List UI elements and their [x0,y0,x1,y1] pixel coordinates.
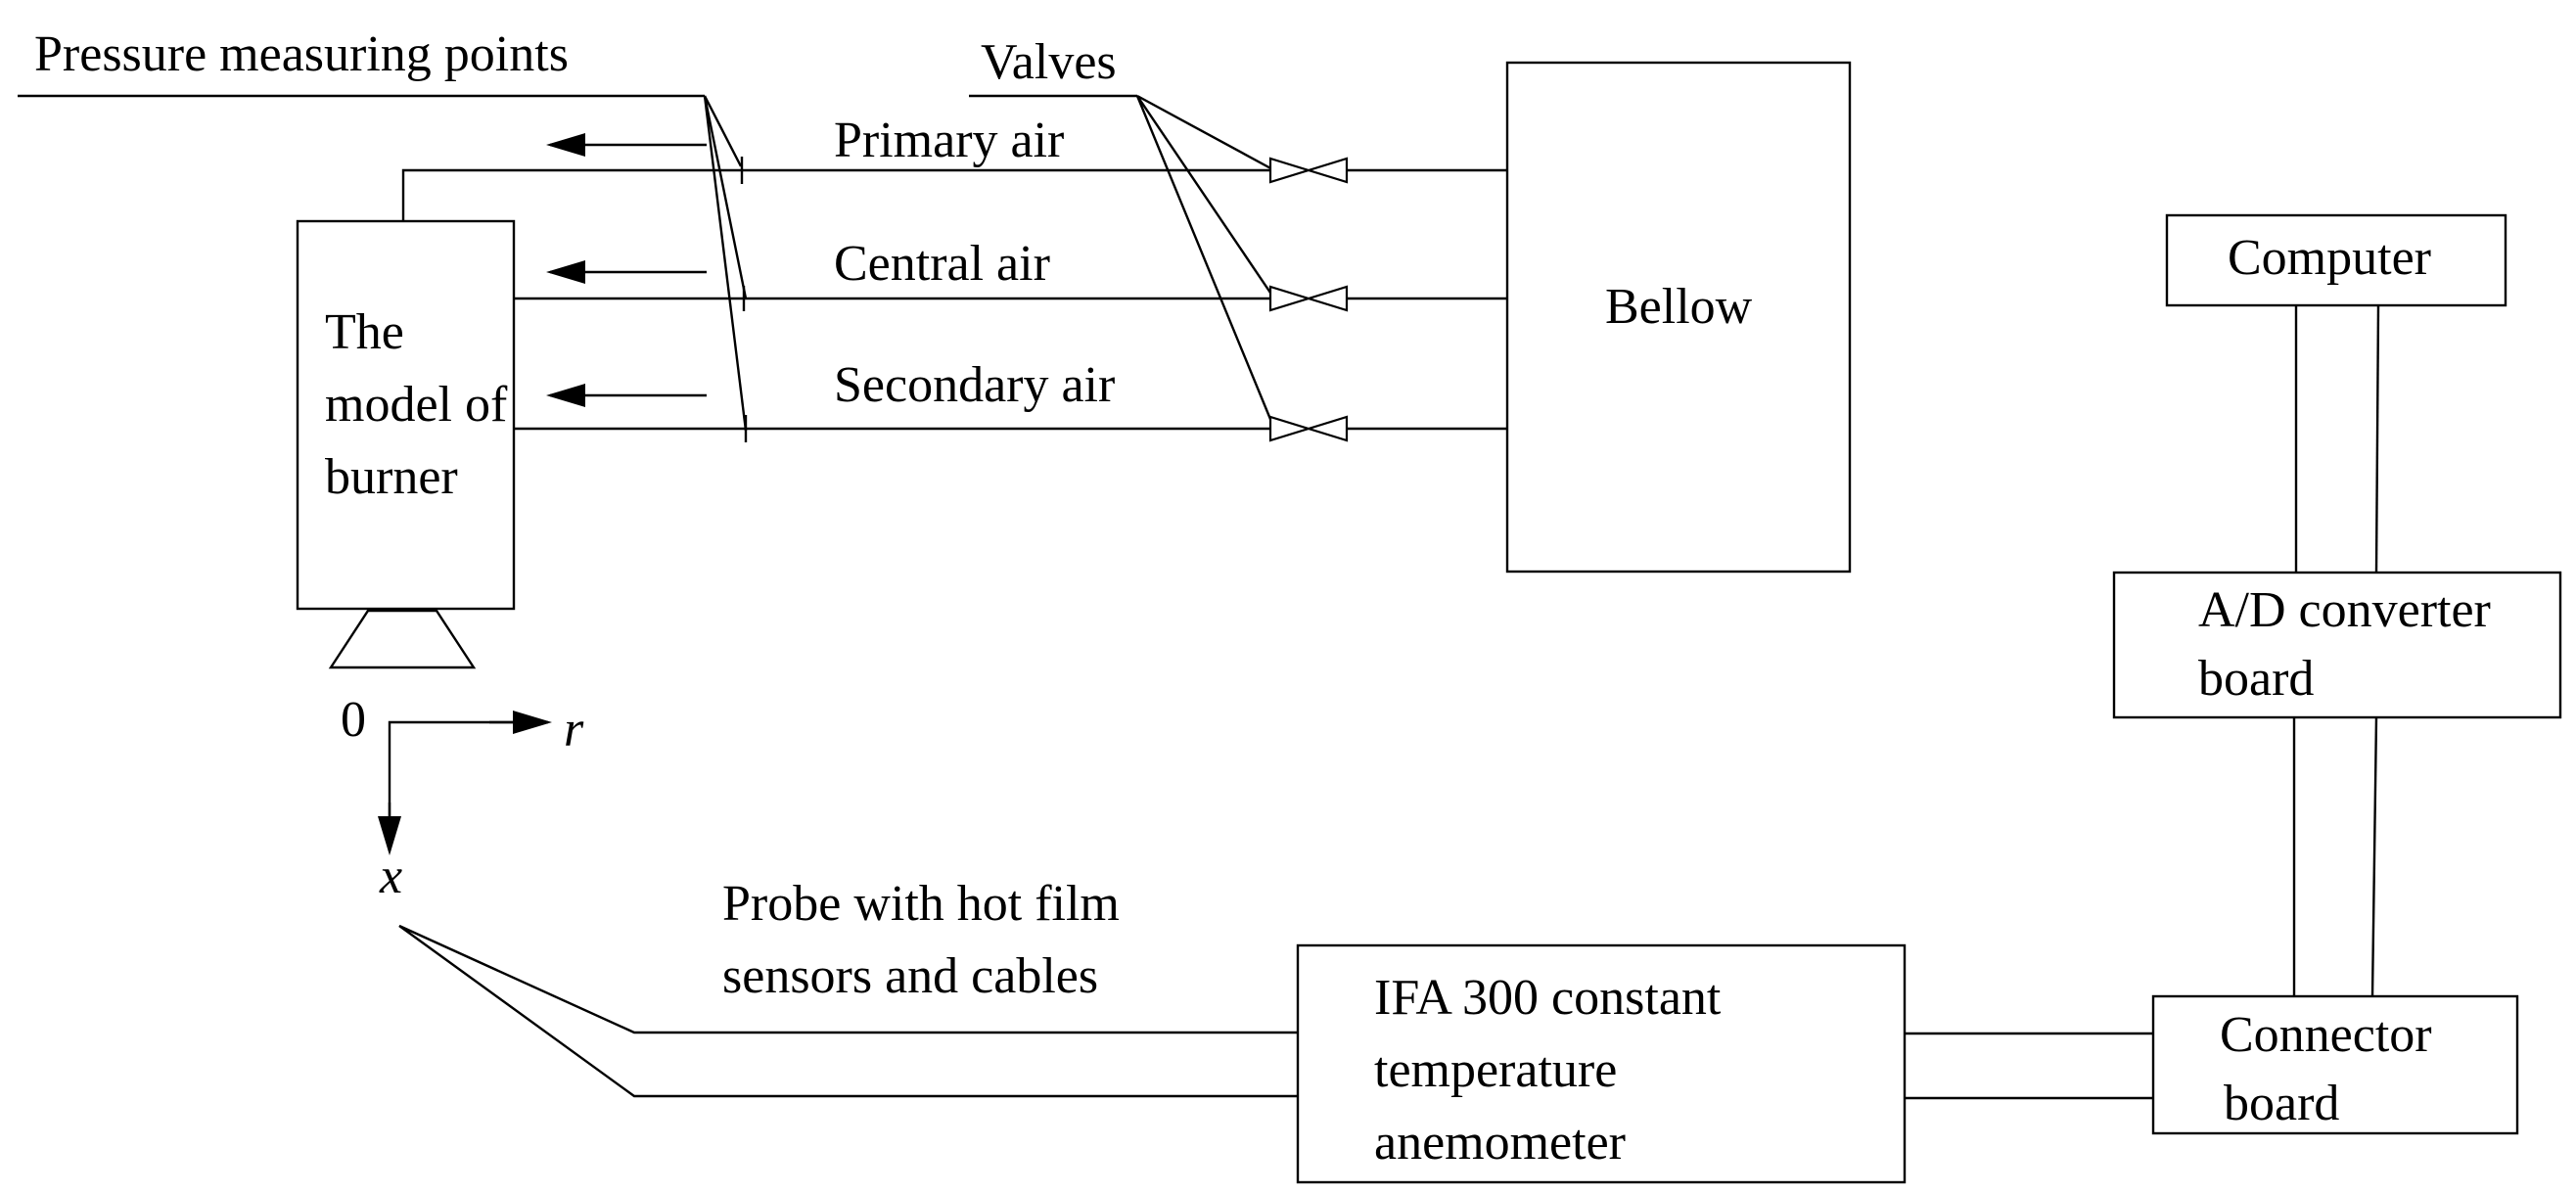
air-pipes [401,168,1507,431]
computer-ad-cable-right [2374,304,2380,574]
ad-connector-cable-right [2370,715,2378,997]
probe-label-line1: Probe with hot film [722,876,1120,932]
probe-cables [398,924,1298,1098]
ifa-label-line1: IFA 300 constant [1374,970,1722,1026]
coordinate-axes: 0 r x [341,692,584,904]
valve-leader-central [1136,95,1275,299]
axis-r-label: r [564,702,584,758]
valve-primary [1268,157,1349,184]
ifa-label-line3: anemometer [1374,1115,1626,1171]
axis-lines [388,720,543,850]
burner-label-line2: model of [325,377,508,433]
primary-air-label: Primary air [834,113,1064,168]
connector-label-line2: board [2224,1076,2339,1131]
ifa-label-line2: temperature [1374,1042,1617,1098]
ad-converter-box [2112,571,2562,719]
valve-secondary-icon [1268,415,1349,442]
burner-label-line1: The [325,304,404,360]
connector-board-box [2151,994,2519,1135]
bellow-box [1505,61,1852,574]
ad-label-line1: A/D converter [2198,582,2491,638]
pressure-leader-central [703,95,748,299]
burner-label-line3: burner [325,449,458,505]
pressure-leader-primary [703,95,743,167]
secondary-air-label: Secondary air [834,357,1115,413]
ifa-anemometer-box [1296,943,1907,1184]
valve-primary-icon [1268,157,1349,184]
probe-label-line2: sensors and cables [722,948,1098,1004]
valve-leader-primary [1136,94,1275,172]
valve-leader-secondary [1135,95,1276,430]
pressure-measuring-points-annotation: Pressure measuring points [18,26,748,442]
probe-cable [398,924,1298,1098]
valves-annotation: Valves [969,34,1276,430]
valves-label: Valves [981,34,1117,90]
valve-central-icon [1268,285,1349,312]
axis-x-label: x [379,849,402,904]
computer-label: Computer [2228,230,2431,286]
pressure-leader-secondary [703,95,748,432]
burner-model-box [296,219,516,611]
valve-central [1268,285,1349,312]
central-air-label: Central air [834,236,1050,292]
pressure-points-label: Pressure measuring points [34,26,569,82]
axis-origin-label: 0 [341,692,366,748]
flow-arrows [546,133,707,407]
computer-box [2165,213,2507,307]
valve-secondary [1268,415,1349,442]
primary-air-pipe-left [401,168,1270,221]
bellow-label: Bellow [1605,279,1753,335]
connector-label-line1: Connector [2220,1007,2432,1063]
burner-nozzle [328,609,477,669]
ad-label-line2: board [2198,651,2314,707]
